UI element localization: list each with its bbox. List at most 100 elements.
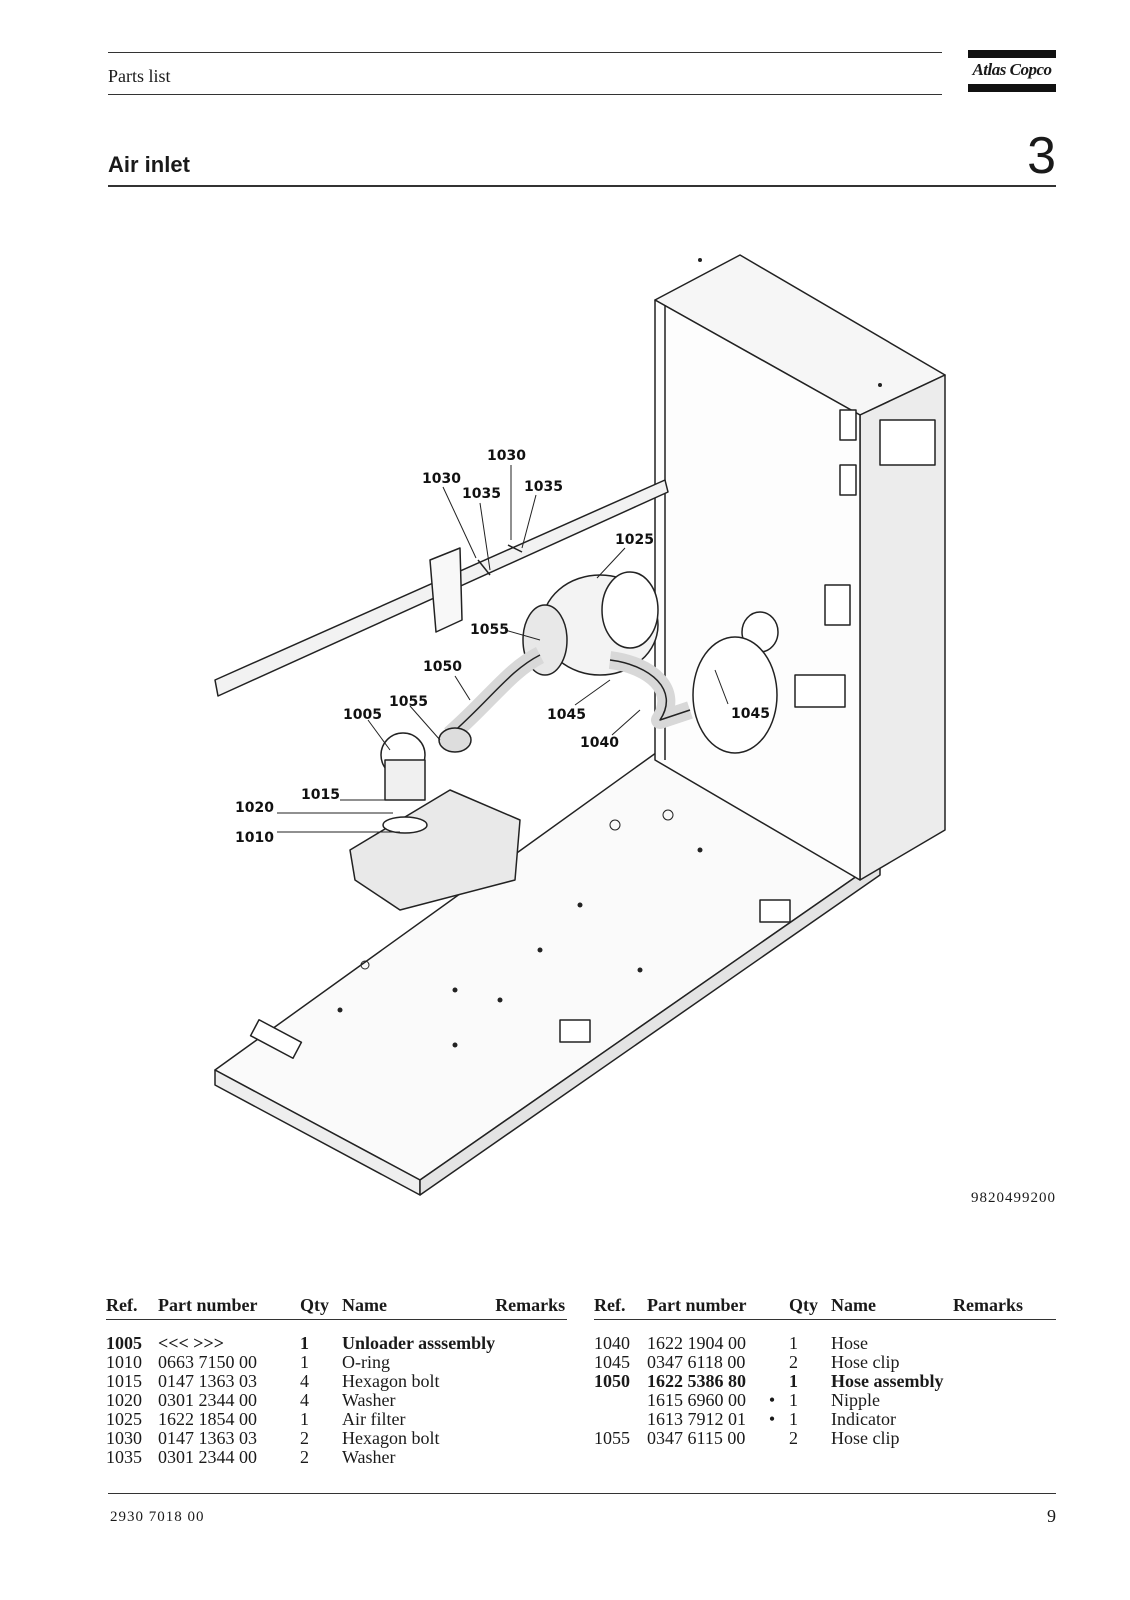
cell-part-number: 1613 7912 01 [647, 1409, 746, 1429]
cell-name: Hose clip [831, 1428, 900, 1448]
cell-qty: 2 [300, 1447, 309, 1467]
header-name: Name [342, 1296, 496, 1320]
callout-label: 1005 [343, 707, 382, 723]
header-remarks: Remarks [495, 1296, 567, 1320]
cell-part-number: 1615 6960 00 [647, 1390, 746, 1410]
cell-remarks [495, 1320, 567, 1354]
cell-part-number: 0663 7150 00 [158, 1352, 257, 1372]
cell-ref: 1010 [106, 1352, 142, 1372]
cell-ref: 1055 [594, 1428, 630, 1448]
atlas-copco-logo: Atlas Copco [968, 50, 1056, 94]
o-ring [382, 816, 428, 834]
cell-name: Indicator [831, 1409, 896, 1429]
title-rule [108, 185, 1056, 187]
document-number: 2930 7018 00 [110, 1509, 205, 1525]
cell-remarks [495, 1448, 567, 1467]
cell-name: Hexagon bolt [342, 1428, 440, 1448]
cell-ref: 1040 [594, 1333, 630, 1353]
cell-name: O-ring [342, 1352, 390, 1372]
cell-ref: 1020 [106, 1390, 142, 1410]
cell-kit-marker [286, 1448, 300, 1467]
cell-part-number: 0147 1363 03 [158, 1371, 257, 1391]
cell-name: Air filter [342, 1409, 406, 1429]
cell-qty: 1 [789, 1390, 798, 1410]
cell-part-number: 0301 2344 00 [158, 1447, 257, 1467]
table-row: 1010 0663 7150 00 1 O-ring [106, 1353, 567, 1372]
cell-remarks [953, 1391, 1056, 1410]
cell-part-number: 0301 2344 00 [158, 1390, 257, 1410]
cell-ref: 1025 [106, 1409, 142, 1429]
cell-ref: 1045 [594, 1352, 630, 1372]
cell-ref: 1015 [106, 1371, 142, 1391]
callout-label: 1055 [470, 622, 509, 638]
cell-ref: 1050 [594, 1371, 630, 1391]
header-name: Name [831, 1296, 953, 1320]
callout-label: 1055 [389, 694, 428, 710]
cell-ref [594, 1410, 647, 1429]
cell-remarks [953, 1320, 1056, 1354]
header-qty: Qty [789, 1296, 831, 1320]
figure-number: 9820499200 [971, 1190, 1056, 1206]
cell-name: Hose [831, 1333, 868, 1353]
callout-label: 1045 [547, 707, 586, 723]
table-header-row: Ref. Part number Qty Name Remarks [594, 1296, 1056, 1320]
callout-label: 1050 [423, 659, 462, 675]
cell-kit-marker [286, 1410, 300, 1429]
cell-qty: 1 [789, 1371, 798, 1391]
cabinet-opening [692, 636, 778, 754]
callout-label: 1040 [580, 735, 619, 751]
cell-qty: 2 [789, 1428, 798, 1448]
header-remarks: Remarks [953, 1296, 1056, 1320]
footer-rule [108, 1493, 1056, 1494]
callout-label: 1020 [235, 800, 274, 816]
callout-label: 1025 [615, 532, 654, 548]
cell-qty: 1 [300, 1333, 309, 1353]
cell-kit-marker [755, 1353, 789, 1372]
table-row: 1035 0301 2344 00 2 Washer [106, 1448, 567, 1467]
header-ref: Ref. [594, 1296, 647, 1320]
header-bottom-rule [108, 94, 942, 95]
cell-name: Unloader asssembly [342, 1333, 496, 1353]
cell-kit-marker [286, 1391, 300, 1410]
cell-kit-marker: • [768, 1409, 776, 1429]
cell-part-number: 1622 1854 00 [158, 1409, 257, 1429]
cell-qty: 1 [789, 1409, 798, 1429]
base-plate-side [419, 859, 881, 1196]
cell-qty: 4 [300, 1371, 309, 1391]
cell-ref: 1035 [106, 1447, 142, 1467]
cell-kit-marker [755, 1429, 789, 1448]
page-title: Air inlet [108, 152, 190, 177]
cell-ref: 1005 [106, 1333, 142, 1353]
cell-kit-marker [755, 1320, 789, 1354]
chapter-number: 3 [1027, 127, 1056, 185]
cell-remarks [495, 1353, 567, 1372]
base-slot [249, 1019, 303, 1059]
base-bracket [759, 899, 791, 923]
cell-qty: 1 [300, 1409, 309, 1429]
cell-remarks [953, 1372, 1056, 1391]
cell-name: Nipple [831, 1390, 880, 1410]
cell-kit-marker [286, 1372, 300, 1391]
cell-kit-marker [286, 1353, 300, 1372]
callout-label: 1015 [301, 787, 340, 803]
cell-remarks [953, 1410, 1056, 1429]
cell-name: Washer [342, 1390, 396, 1410]
header-part-number: Part number [158, 1296, 300, 1320]
cell-name: Washer [342, 1447, 396, 1467]
cell-part-number: 0147 1363 03 [158, 1428, 257, 1448]
base-bracket [559, 1019, 591, 1043]
cell-qty: 1 [300, 1352, 309, 1372]
cell-name: Hose clip [831, 1352, 900, 1372]
cell-remarks [495, 1372, 567, 1391]
brand-text: Atlas Copco [972, 60, 1052, 79]
section-label: Parts list [108, 66, 171, 86]
